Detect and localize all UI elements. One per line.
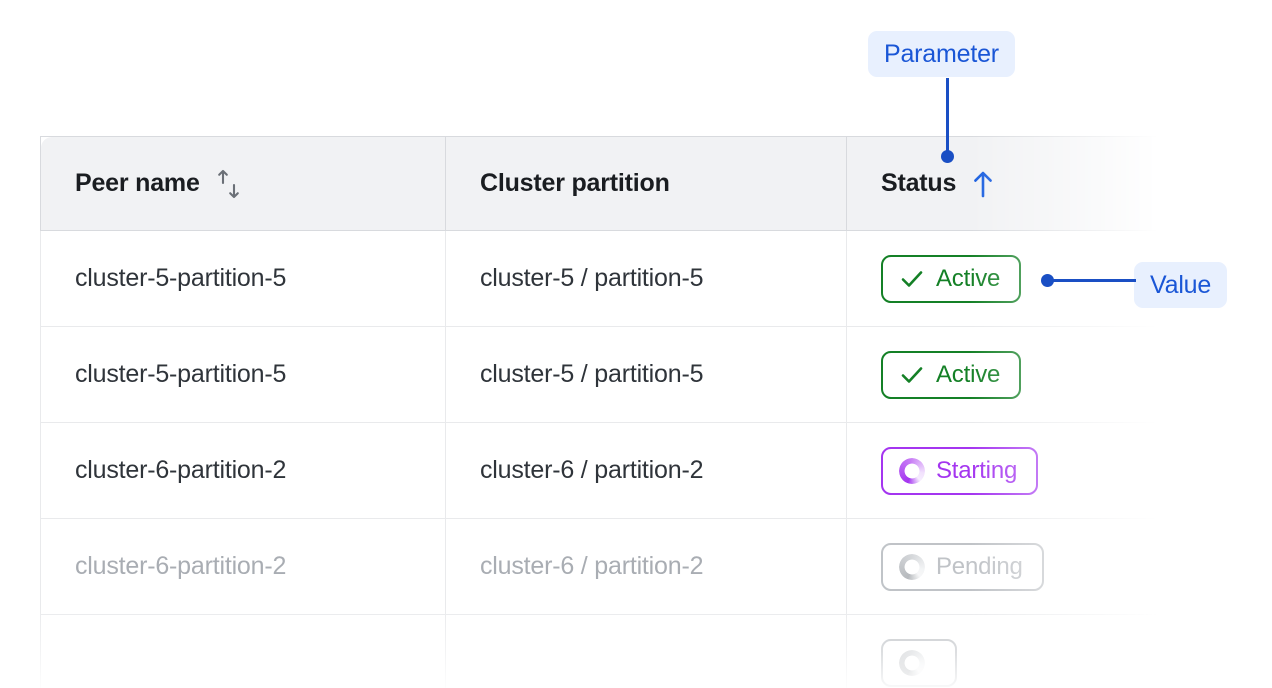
peer-table-container: Peer name Cluster partition bbox=[40, 136, 1160, 688]
column-header-cluster-partition[interactable]: Cluster partition bbox=[445, 136, 847, 231]
status-label: Starting bbox=[936, 456, 1018, 484]
table-header: Peer name Cluster partition bbox=[40, 136, 1160, 231]
check-icon bbox=[899, 266, 925, 292]
annotation-value-connector bbox=[1050, 279, 1136, 282]
status-badge: Starting bbox=[881, 446, 1039, 495]
cell-status: Starting bbox=[846, 422, 1160, 519]
cell-peer-name: cluster-6-partition-2 bbox=[40, 518, 446, 615]
annotation-parameter-connector bbox=[946, 78, 949, 158]
cell-cluster-partition: cluster-6 / partition-2 bbox=[445, 422, 847, 519]
table-row[interactable]: cluster-6-partition-2 cluster-6 / partit… bbox=[40, 422, 1160, 519]
spinner-icon bbox=[899, 457, 925, 484]
cell-cluster-partition: cluster-6 / partition-2 bbox=[445, 518, 847, 615]
status-badge: Active bbox=[881, 254, 1022, 303]
status-label: Active bbox=[936, 360, 1001, 388]
annotation-value-label: Value bbox=[1134, 262, 1228, 308]
check-icon bbox=[899, 362, 925, 388]
table-row[interactable]: cluster-5-partition-5 cluster-5 / partit… bbox=[40, 326, 1160, 423]
annotation-parameter-label: Parameter bbox=[868, 31, 1015, 77]
status-label: Active bbox=[936, 264, 1001, 292]
peer-table: Peer name Cluster partition bbox=[40, 136, 1160, 688]
column-header-label: Status bbox=[881, 169, 957, 197]
cell-peer-name: cluster-5-partition-5 bbox=[40, 230, 446, 327]
column-header-label: Cluster partition bbox=[480, 169, 670, 197]
sort-ascending-icon[interactable] bbox=[970, 169, 996, 199]
cell-status: Pending bbox=[846, 518, 1160, 615]
cell-status: Active bbox=[846, 230, 1160, 327]
table-body: cluster-5-partition-5 cluster-5 / partit… bbox=[40, 230, 1160, 688]
status-badge bbox=[881, 638, 957, 687]
spinner-icon bbox=[899, 553, 925, 580]
status-label: Pending bbox=[936, 552, 1023, 580]
cell-peer-name bbox=[40, 614, 446, 688]
cell-cluster-partition bbox=[445, 614, 847, 688]
annotation-value-dot bbox=[1041, 274, 1054, 287]
cell-cluster-partition: cluster-5 / partition-5 bbox=[445, 326, 847, 423]
table-row[interactable]: cluster-5-partition-5 cluster-5 / partit… bbox=[40, 230, 1160, 327]
column-header-peer-name[interactable]: Peer name bbox=[40, 136, 446, 231]
spinner-icon bbox=[899, 649, 925, 676]
sort-both-icon[interactable] bbox=[214, 168, 244, 200]
cell-status: Active bbox=[846, 326, 1160, 423]
column-header-status[interactable]: Status bbox=[846, 136, 1160, 231]
status-badge: Pending bbox=[881, 542, 1044, 591]
cell-cluster-partition: cluster-5 / partition-5 bbox=[445, 230, 847, 327]
cell-peer-name: cluster-6-partition-2 bbox=[40, 422, 446, 519]
table-row[interactable]: cluster-6-partition-2 cluster-6 / partit… bbox=[40, 518, 1160, 615]
column-header-label: Peer name bbox=[75, 169, 200, 197]
cell-peer-name: cluster-5-partition-5 bbox=[40, 326, 446, 423]
table-header-row: Peer name Cluster partition bbox=[40, 136, 1160, 231]
table-row[interactable] bbox=[40, 614, 1160, 688]
cell-status bbox=[846, 614, 1160, 688]
status-badge: Active bbox=[881, 350, 1022, 399]
peer-table-fade-wrapper: Peer name Cluster partition bbox=[40, 136, 1160, 688]
annotation-parameter-dot bbox=[941, 150, 954, 163]
